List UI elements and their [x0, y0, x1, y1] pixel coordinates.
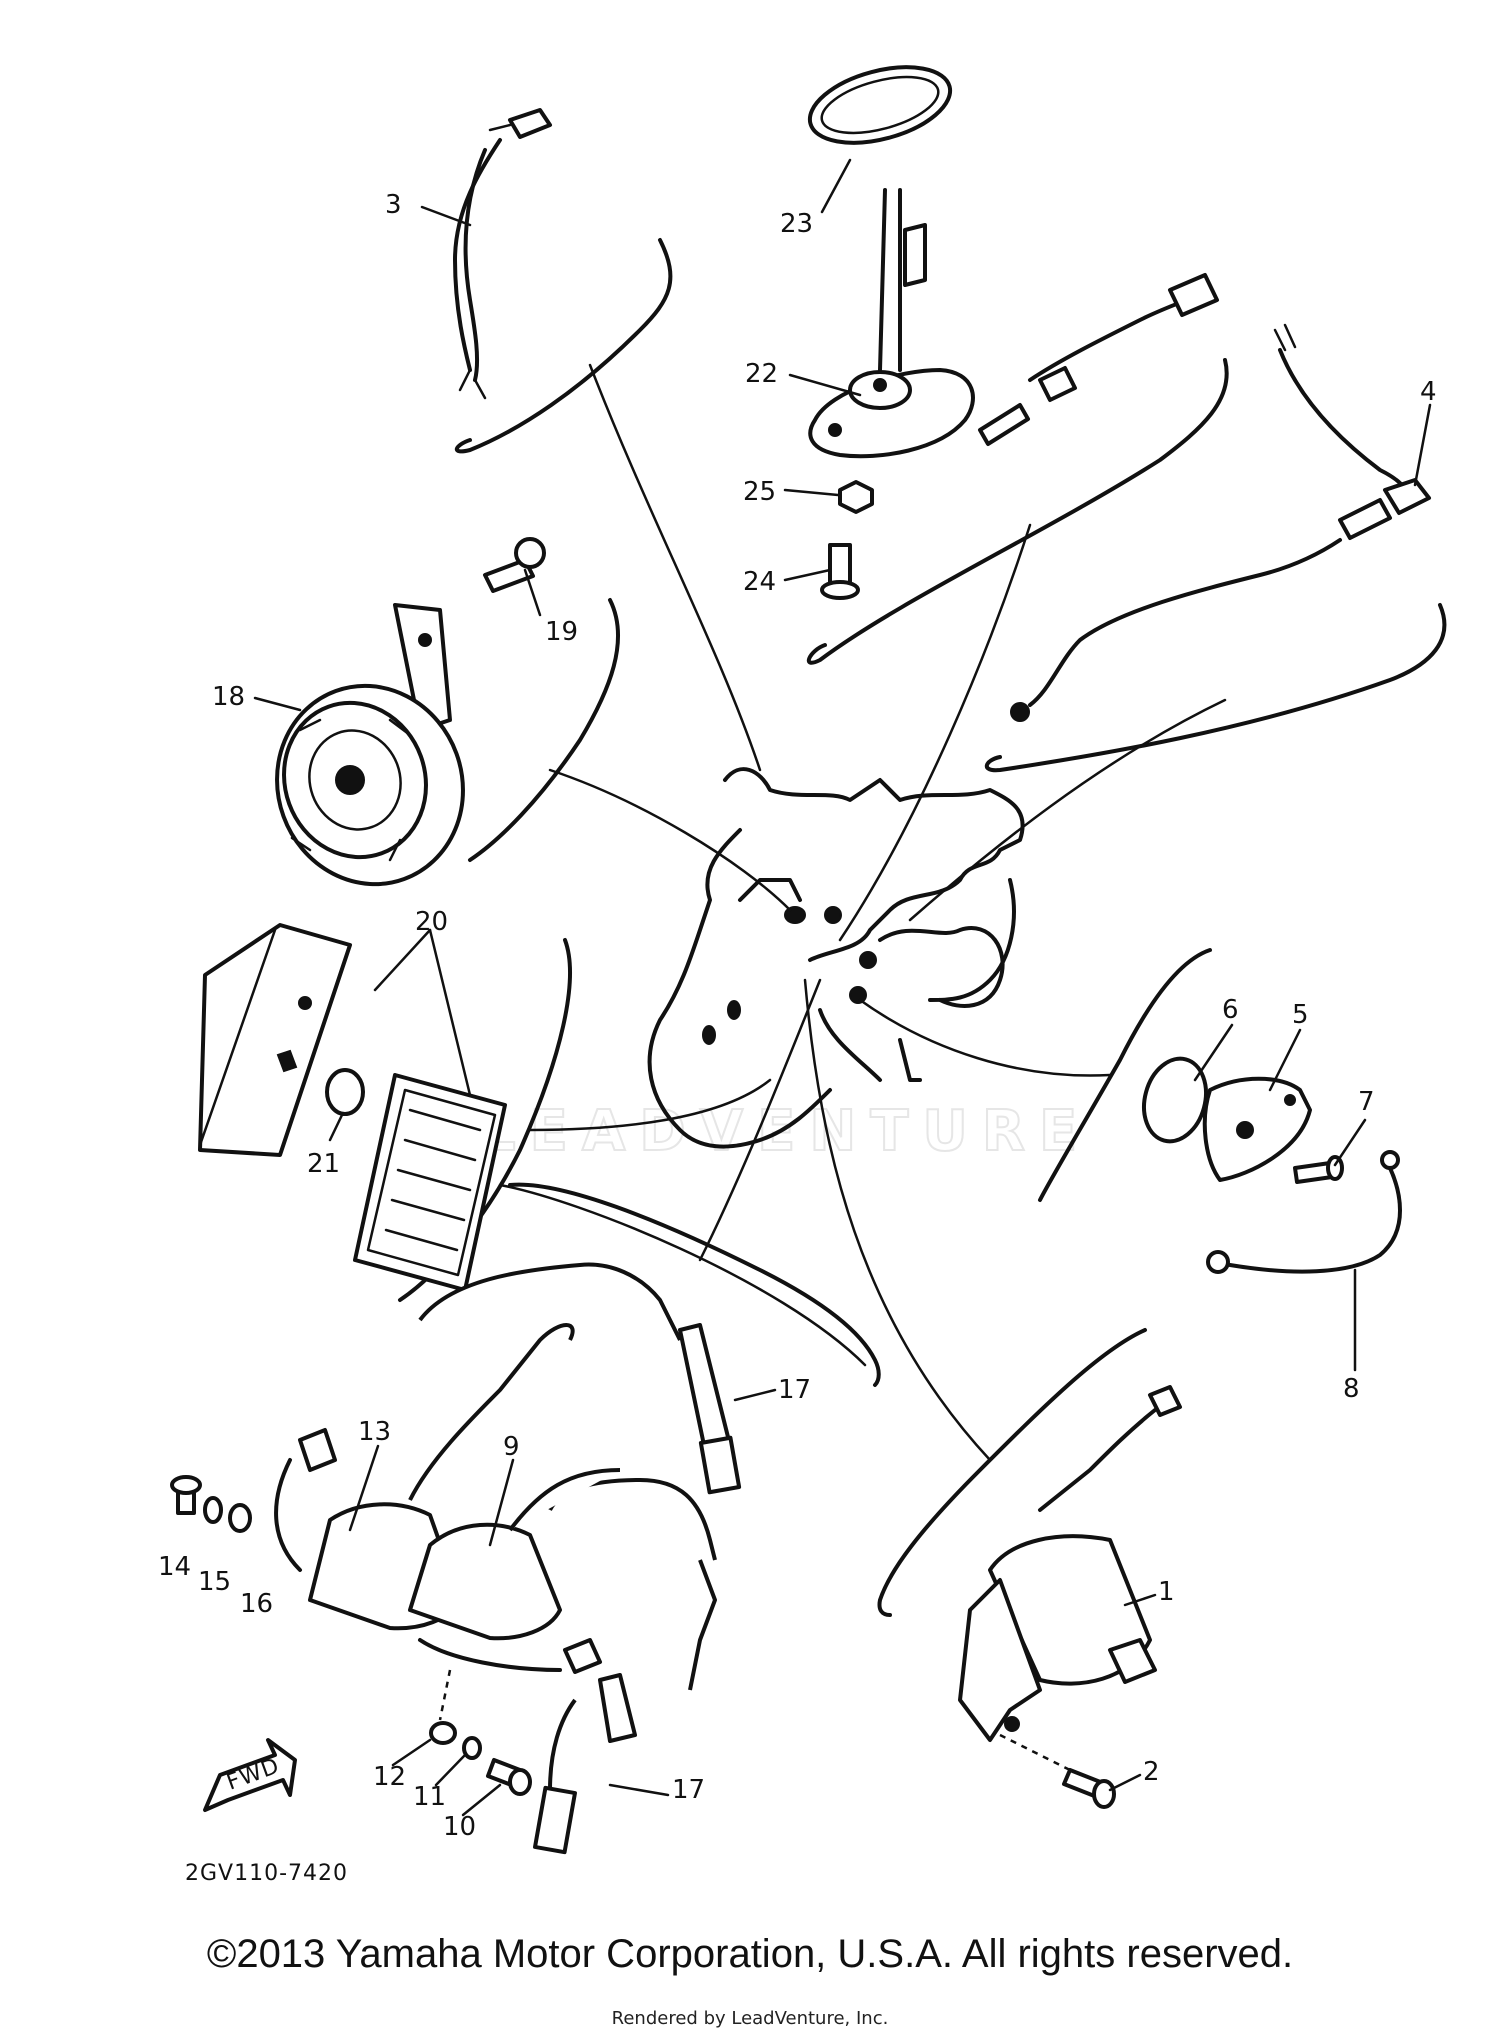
- part-24-bolt: [820, 543, 860, 600]
- part-17-plug-cap-lower: [533, 1478, 717, 1855]
- part-17-plug-cap-upper: [418, 1262, 742, 1495]
- part-16-washer: [228, 1503, 252, 1533]
- callout-10: 10: [443, 1812, 476, 1842]
- harness-lines: [498, 363, 1227, 1462]
- part-11-washer: [462, 1736, 482, 1760]
- part-20-reflectors: [198, 923, 507, 1292]
- part-14-bolt: [170, 1475, 202, 1515]
- callout-22: 22: [745, 359, 778, 389]
- callout-12: 12: [373, 1762, 406, 1792]
- callout-7: 7: [1358, 1087, 1375, 1117]
- callout-25: 25: [743, 477, 776, 507]
- fwd-arrow-icon: FWD: [203, 1738, 297, 1812]
- callout-15: 15: [198, 1567, 231, 1597]
- part-25-nut: [838, 480, 874, 514]
- callout-24: 24: [743, 567, 776, 597]
- callout-11: 11: [413, 1782, 446, 1812]
- harness-center: [647, 767, 1025, 1149]
- callout-4: 4: [1420, 377, 1437, 407]
- rendered-by-notice: Rendered by LeadVenture, Inc.: [611, 2008, 889, 2029]
- callout-19: 19: [545, 617, 578, 647]
- part-12-washer: [429, 1721, 457, 1745]
- part-4-switch-lead: [1010, 323, 1431, 722]
- part-18-horn: [275, 603, 465, 887]
- callout-23: 23: [780, 209, 813, 239]
- part-21-grommet: [325, 1068, 365, 1116]
- part-23-gasket: [807, 65, 953, 145]
- leader-lines: [253, 158, 1432, 1817]
- part-3-lead-switch: [453, 108, 552, 400]
- part-22-sender-unit: [808, 188, 1219, 459]
- callout-9: 9: [503, 1432, 520, 1462]
- callout-2: 2: [1143, 1757, 1160, 1787]
- part-10-bolt: [486, 1758, 532, 1796]
- part-7-screw: [1293, 1155, 1344, 1184]
- part-15-washer: [203, 1496, 223, 1524]
- callout-18: 18: [212, 682, 245, 712]
- part-1-starter-relay: [958, 1385, 1182, 1772]
- part-8-lead: [1206, 1150, 1402, 1274]
- callout-8: 8: [1343, 1374, 1360, 1404]
- callout-14: 14: [158, 1552, 191, 1582]
- watermark-text: LEADVENTURE: [480, 1099, 1091, 1164]
- part-19-bolt: [483, 537, 546, 593]
- callout-16: 16: [240, 1589, 273, 1619]
- callout-17-lower: 17: [672, 1775, 705, 1805]
- copyright-notice: ©2013 Yamaha Motor Corporation, U.S.A. A…: [206, 1932, 1294, 1976]
- part-2-bolt: [1062, 1768, 1116, 1809]
- callout-20: 20: [415, 907, 448, 937]
- part-5-cover: [1202, 1076, 1312, 1182]
- callout-1: 1: [1158, 1577, 1175, 1607]
- part-23-gasket-inner: [820, 75, 940, 135]
- callout-5: 5: [1292, 1000, 1309, 1030]
- part-9-ignition-coil: [408, 1468, 621, 1721]
- callout-21: 21: [307, 1149, 340, 1179]
- callout-6: 6: [1222, 995, 1239, 1025]
- part-code: 2GV110-7420: [185, 1861, 348, 1886]
- callout-13: 13: [358, 1417, 391, 1447]
- callout-labels: 3 23 22 25 24 4 19 18 20 21 6 5 7 8 1 2 …: [158, 190, 1437, 1842]
- callout-17-upper: 17: [778, 1375, 811, 1405]
- callout-3: 3: [385, 190, 402, 220]
